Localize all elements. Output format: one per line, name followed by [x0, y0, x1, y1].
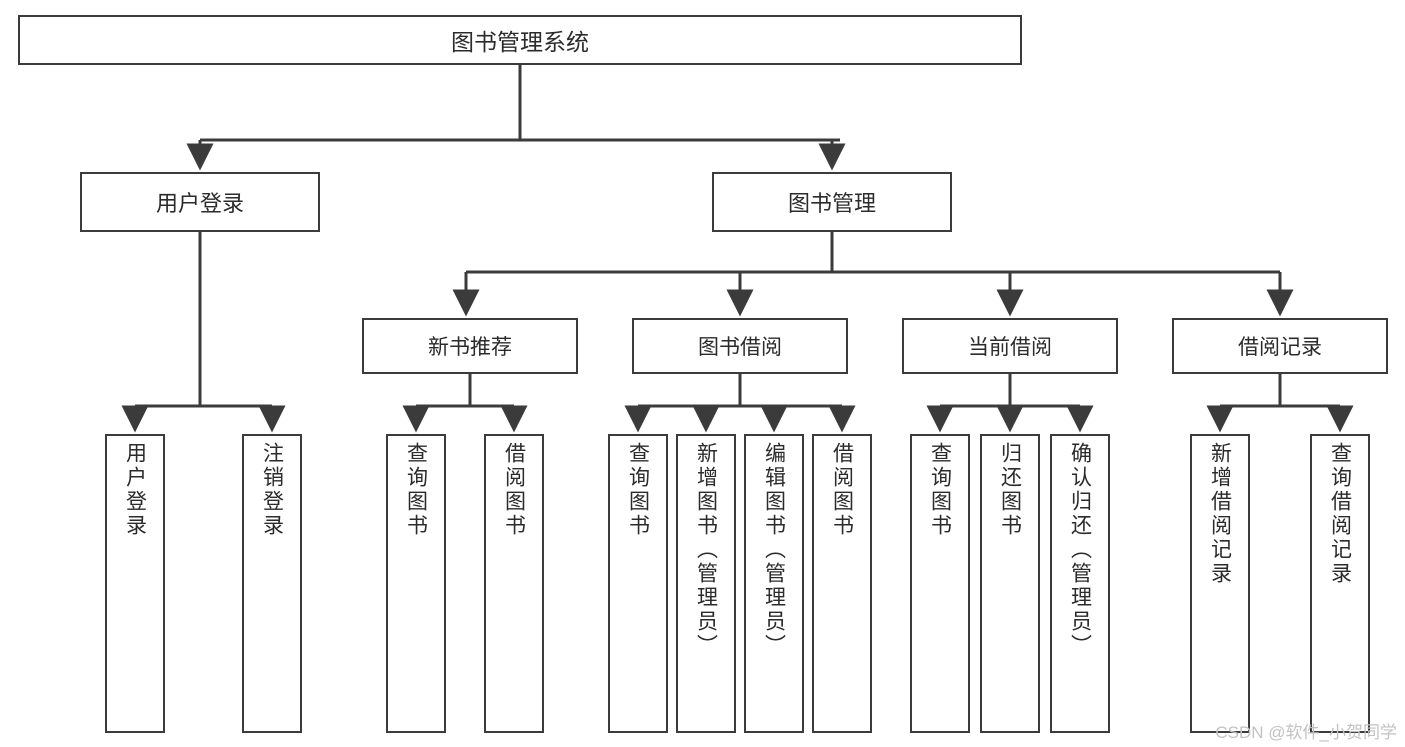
leaf-query-book-recommendation-label: 查询图书: [404, 442, 428, 538]
leaf-logout[interactable]: 注销登录: [242, 434, 302, 733]
leaf-borrow-book-borrowing-label: 借阅图书: [830, 442, 854, 538]
leaf-add-book-admin[interactable]: 新增图书（管理员）: [676, 434, 736, 733]
leaf-logout-label: 注销登录: [260, 442, 284, 538]
leaf-query-borrowing-record[interactable]: 查询借阅记录: [1310, 434, 1370, 733]
node-borrowing-record-label: 借阅记录: [1238, 336, 1322, 359]
leaf-return-book[interactable]: 归还图书: [980, 434, 1040, 733]
leaf-add-borrowing-record-label: 新增借阅记录: [1208, 442, 1232, 586]
leaf-add-borrowing-record[interactable]: 新增借阅记录: [1190, 434, 1250, 733]
leaf-borrow-book-recommendation[interactable]: 借阅图书: [484, 434, 544, 733]
leaf-borrow-book-recommendation-label: 借阅图书: [502, 442, 526, 538]
node-current-borrowing[interactable]: 当前借阅: [902, 318, 1118, 374]
leaf-add-book-admin-label: 新增图书（管理员）: [694, 442, 718, 658]
node-root-label: 图书管理系统: [451, 29, 589, 55]
leaf-user-login-label: 用户登录: [123, 442, 147, 538]
leaf-borrow-book-borrowing[interactable]: 借阅图书: [812, 434, 872, 733]
node-new-book-recommendation-label: 新书推荐: [428, 336, 512, 359]
node-root-system[interactable]: 图书管理系统: [18, 15, 1022, 65]
node-current-borrowing-label: 当前借阅: [968, 336, 1052, 359]
leaf-return-book-label: 归还图书: [998, 442, 1022, 538]
node-user-login[interactable]: 用户登录: [80, 172, 320, 232]
leaf-query-book-current-label: 查询图书: [928, 442, 952, 538]
node-new-book-recommendation[interactable]: 新书推荐: [362, 318, 578, 374]
node-book-management[interactable]: 图书管理: [712, 172, 952, 232]
leaf-edit-book-admin[interactable]: 编辑图书（管理员）: [744, 434, 804, 733]
leaf-query-book-current[interactable]: 查询图书: [910, 434, 970, 733]
leaf-query-book-recommendation[interactable]: 查询图书: [386, 434, 446, 733]
leaf-query-book-borrowing-label: 查询图书: [626, 442, 650, 538]
node-book-borrowing-label: 图书借阅: [698, 336, 782, 359]
leaf-query-borrowing-record-label: 查询借阅记录: [1328, 442, 1352, 586]
node-book-borrowing[interactable]: 图书借阅: [632, 318, 848, 374]
leaf-query-book-borrowing[interactable]: 查询图书: [608, 434, 668, 733]
leaf-confirm-return-admin-label: 确认归还（管理员）: [1068, 442, 1092, 658]
leaf-confirm-return-admin[interactable]: 确认归还（管理员）: [1050, 434, 1110, 733]
node-borrowing-record[interactable]: 借阅记录: [1172, 318, 1388, 374]
node-user-login-label: 用户登录: [155, 191, 244, 216]
watermark: CSDN @软件_小贺同学: [1215, 723, 1397, 742]
leaf-user-login[interactable]: 用户登录: [105, 434, 165, 733]
node-book-management-label: 图书管理: [787, 191, 876, 216]
leaf-edit-book-admin-label: 编辑图书（管理员）: [762, 442, 786, 658]
